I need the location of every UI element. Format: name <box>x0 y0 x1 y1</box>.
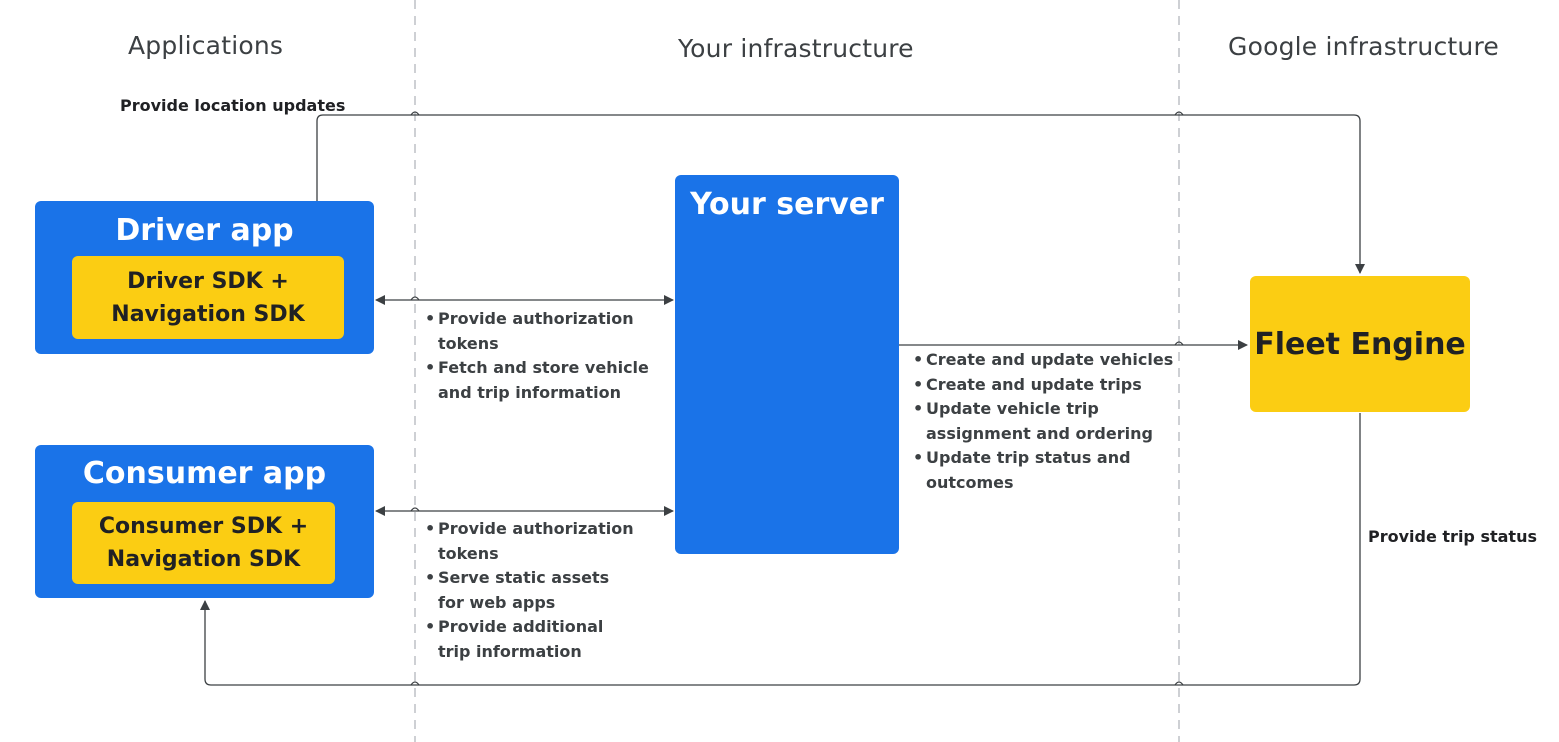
location-updates-connector <box>316 114 1365 274</box>
bullet-item: Fetch and store vehicle and trip informa… <box>425 356 649 405</box>
consumer-sdk-line2: Navigation SDK <box>106 547 301 572</box>
bullet-item: Create and update trips <box>913 373 1173 398</box>
bullet-item: Provide additional trip information <box>425 615 634 664</box>
server-fleet-bullets: Create and update vehicles Create and up… <box>913 348 1173 495</box>
consumer-sdk-box: Consumer SDK + Navigation SDK <box>72 502 335 584</box>
consumer-app-box: Consumer app Consumer SDK + Navigation S… <box>35 445 374 598</box>
bullet-item: Create and update vehicles <box>913 348 1173 373</box>
bullet-item: Update trip status and outcomes <box>913 446 1173 495</box>
bullet-item: Provide authorization tokens <box>425 517 634 566</box>
driver-sdk-box: Driver SDK + Navigation SDK <box>72 256 344 339</box>
location-updates-label: Provide location updates <box>120 96 346 115</box>
driver-sdk-line1: Driver SDK + <box>127 268 289 294</box>
consumer-sdk-line1: Consumer SDK + <box>98 514 309 539</box>
driver-app-box: Driver app Driver SDK + Navigation SDK <box>35 201 374 354</box>
column-title-your-infrastructure: Your infrastructure <box>678 34 914 63</box>
trip-status-connector <box>200 413 1361 686</box>
driver-server-bullets: Provide authorization tokens Fetch and s… <box>425 307 649 405</box>
line-jumps <box>410 111 1184 686</box>
driver-sdk-line2: Navigation SDK <box>111 301 305 327</box>
bullet-item: Provide authorization tokens <box>425 307 649 356</box>
bullet-item: Serve static assets for web apps <box>425 566 634 615</box>
your-server-title: Your server <box>690 187 884 222</box>
fleet-engine-box: Fleet Engine <box>1250 276 1470 412</box>
consumer-app-title: Consumer app <box>82 456 327 491</box>
consumer-server-bullets: Provide authorization tokens Serve stati… <box>425 517 634 664</box>
column-title-google-infrastructure: Google infrastructure <box>1228 32 1499 61</box>
fleet-engine-title: Fleet Engine <box>1254 326 1466 362</box>
trip-status-label: Provide trip status <box>1368 527 1537 546</box>
bullet-item: Update vehicle trip assignment and order… <box>913 397 1173 446</box>
driver-app-title: Driver app <box>115 213 294 248</box>
your-server-box: Your server <box>675 175 899 554</box>
column-title-applications: Applications <box>128 31 284 60</box>
